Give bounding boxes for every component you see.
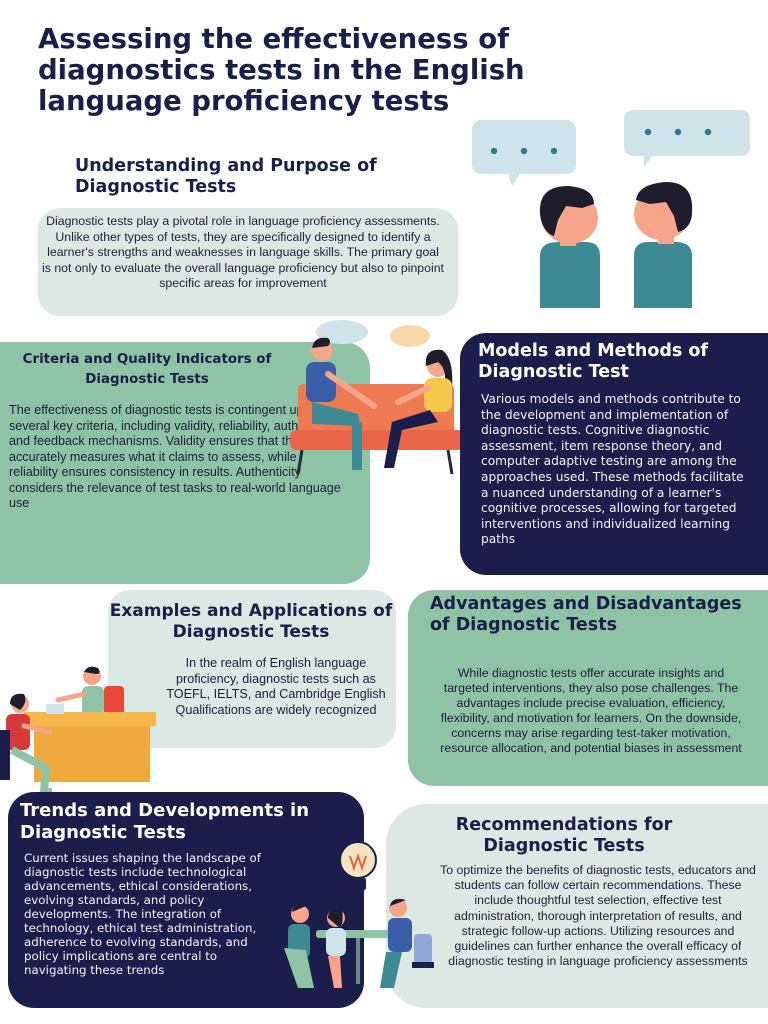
page-title: Assessing the effectiveness of diagnosti… (38, 23, 525, 117)
recommendations-body: To optimize the benefits of diagnostic t… (440, 863, 756, 969)
two-people-talking-illustration (472, 110, 750, 308)
understanding-panel (38, 208, 458, 316)
recommendations-panel (386, 804, 768, 1008)
criteria-heading: Criteria and Quality Indicators of Diagn… (22, 352, 272, 387)
criteria-body: The effectiveness of diagnostic tests is… (9, 403, 341, 510)
recommendations-heading: Recommendations for Diagnostic Tests (455, 815, 673, 856)
team-lightbulb-illustration (284, 841, 434, 988)
trends-body: Current issues shaping the landscape of … (24, 851, 261, 977)
advantages-heading: Advantages and Disadvantages of Diagnost… (430, 594, 742, 635)
models-panel (460, 333, 768, 575)
understanding-heading: Understanding and Purpose of Diagnostic … (75, 156, 377, 197)
advantages-panel (408, 590, 768, 786)
office-meeting-illustration (0, 666, 156, 796)
speech-bubble-icon (624, 110, 750, 168)
couple-on-sofa-illustration (290, 320, 464, 475)
models-heading: Models and Methods of Diagnostic Test (478, 341, 709, 382)
understanding-body: Diagnostic tests play a pivotal role in … (42, 214, 444, 291)
examples-body: In the realm of English language profici… (166, 656, 386, 717)
trends-heading: Trends and Developments in Diagnostic Te… (20, 800, 310, 843)
examples-heading: Examples and Applications of Diagnostic … (109, 601, 393, 642)
models-body: Various models and methods contribute to… (481, 392, 744, 547)
advantages-body: While diagnostic tests offer accurate in… (440, 666, 742, 755)
